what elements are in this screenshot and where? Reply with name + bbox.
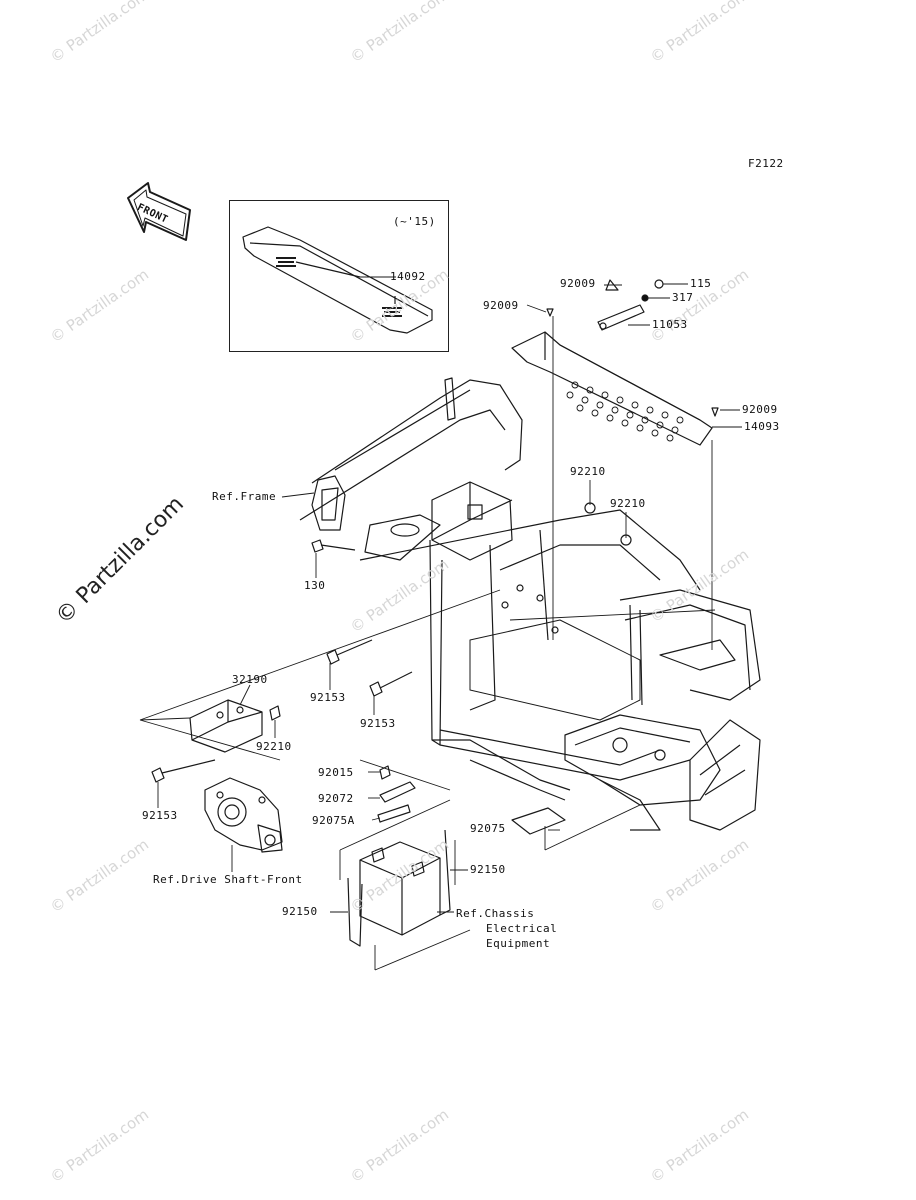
- part-label-92210[interactable]: 92210: [256, 740, 292, 753]
- part-label-92075a[interactable]: 92075A: [312, 814, 355, 827]
- part-label-92015[interactable]: 92015: [318, 766, 354, 779]
- part-label-14093[interactable]: 14093: [744, 420, 780, 433]
- frame-drawing: [299, 377, 761, 831]
- part-label-92075[interactable]: 92075: [470, 822, 506, 835]
- part-label-130[interactable]: 130: [304, 579, 326, 592]
- part-label-ref-drive-shaft-front[interactable]: Ref.Drive Shaft-Front: [153, 873, 303, 886]
- part-label-115[interactable]: 115: [690, 277, 712, 290]
- inset-box: [229, 200, 449, 352]
- battery-drawing: [347, 765, 566, 947]
- leader-lines: [139, 276, 742, 971]
- part-label-92153[interactable]: 92153: [142, 809, 178, 822]
- part-label-92210[interactable]: 92210: [570, 465, 606, 478]
- figure-code: F2122: [748, 157, 784, 170]
- part-label-92153[interactable]: 92153: [310, 691, 346, 704]
- part-label-14092[interactable]: 14092: [390, 270, 426, 283]
- part-label-92150[interactable]: 92150: [470, 863, 506, 876]
- part-label-11053[interactable]: 11053: [652, 318, 688, 331]
- part-label-ref-frame[interactable]: Ref.Frame: [212, 490, 277, 503]
- part-label-92009[interactable]: 92009: [560, 277, 596, 290]
- skid-plate-14092-drawing: [242, 226, 433, 334]
- bracket-32190-drawing: [151, 502, 632, 783]
- part-label-92009[interactable]: 92009: [483, 299, 519, 312]
- front-arrow-icon: [127, 182, 191, 241]
- part-label-92153[interactable]: 92153: [360, 717, 396, 730]
- part-label-92009[interactable]: 92009: [742, 403, 778, 416]
- part-label-32190[interactable]: 32190: [232, 673, 268, 686]
- step-plate-14093-drawing: [511, 279, 719, 446]
- part-label-electrical[interactable]: Electrical: [486, 922, 558, 935]
- part-label-92072[interactable]: 92072: [318, 792, 354, 805]
- inset-note: (~'15): [393, 215, 436, 228]
- part-label-ref-chassis[interactable]: Ref.Chassis: [456, 907, 535, 920]
- front-differential-drawing: [204, 777, 283, 853]
- part-label-92150[interactable]: 92150: [282, 905, 318, 918]
- part-label-92210[interactable]: 92210: [610, 497, 646, 510]
- part-label-317[interactable]: 317: [672, 291, 694, 304]
- part-label-equipment[interactable]: Equipment: [486, 937, 551, 950]
